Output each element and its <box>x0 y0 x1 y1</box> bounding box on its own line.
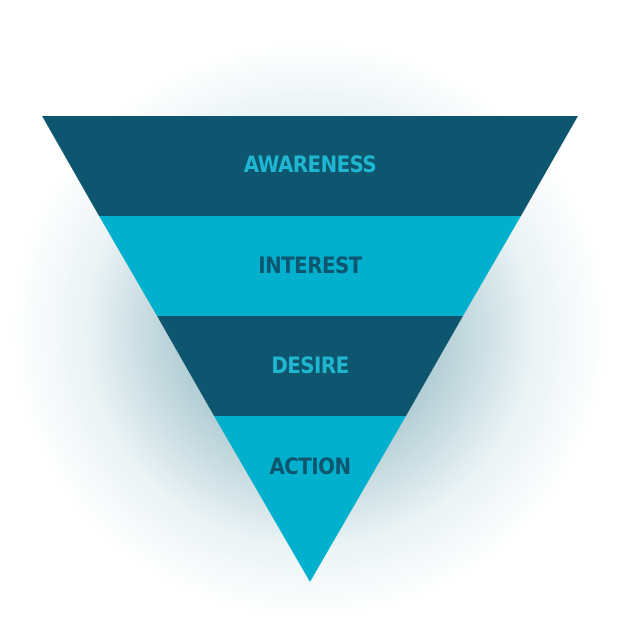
stage-label-action: ACTION <box>269 455 350 480</box>
funnel-band-awareness <box>42 116 578 216</box>
funnel-band-desire <box>157 316 463 416</box>
stage-label-awareness: AWARENESS <box>244 153 376 178</box>
stage-label-desire: DESIRE <box>271 354 348 379</box>
funnel-band-interest <box>99 216 521 316</box>
stage-label-interest: INTEREST <box>258 254 362 279</box>
funnel-band-action <box>214 416 406 582</box>
